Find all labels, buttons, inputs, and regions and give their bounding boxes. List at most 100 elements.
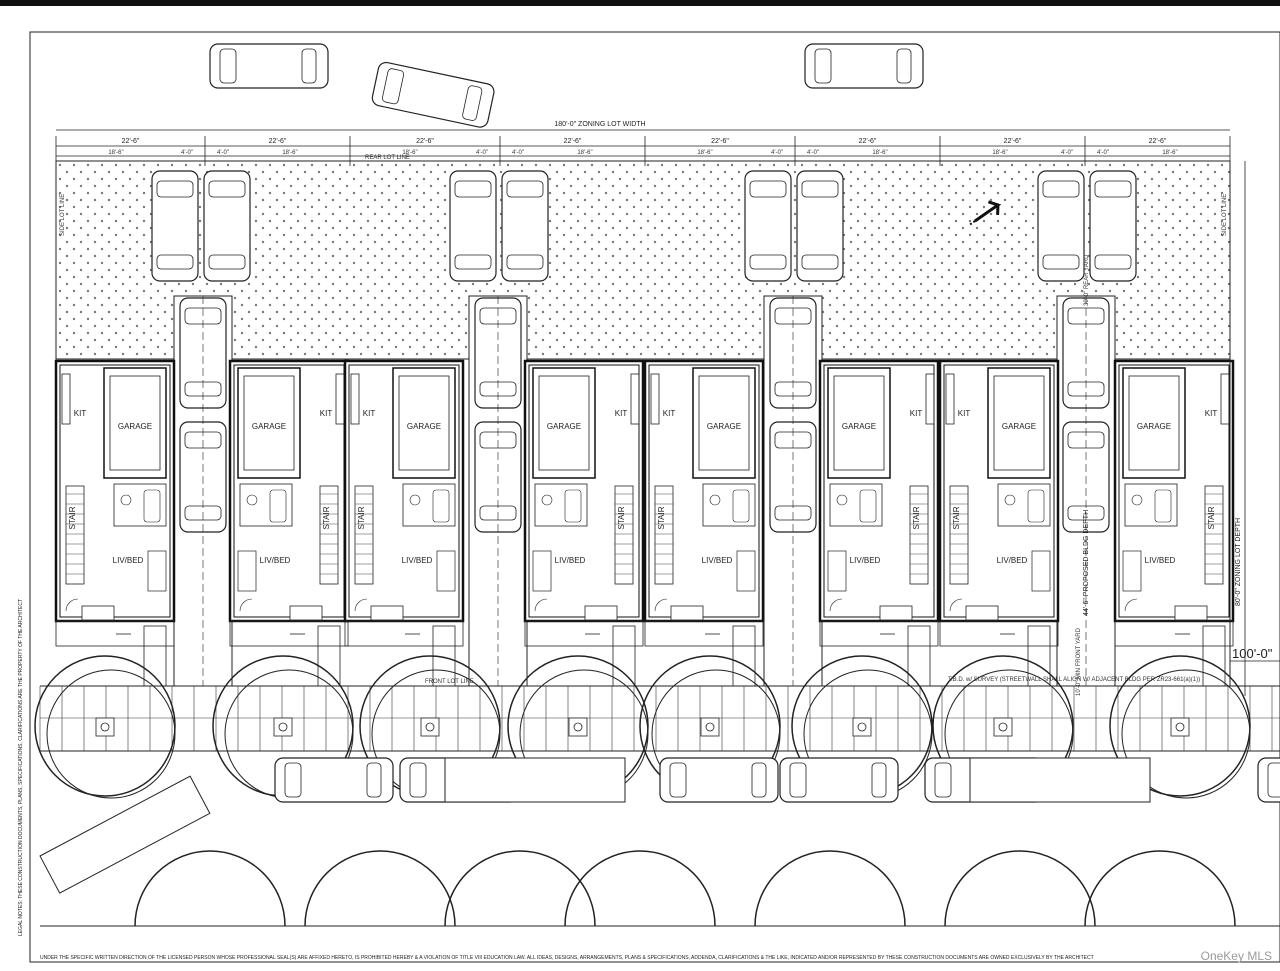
bathtub (732, 489, 750, 523)
tree-pit (273, 717, 293, 737)
garage-car-outline (1128, 375, 1180, 471)
street-note: T.B.D. w/ SURVEY (STREETWALL SHALL ALIGN… (948, 677, 1200, 683)
parked-car (151, 170, 199, 282)
stair (65, 485, 85, 585)
bathroom (239, 483, 293, 527)
lower-tree-arc (1084, 850, 1236, 927)
garage-label: GARAGE (1137, 422, 1171, 431)
unit-inner-wall (59, 364, 171, 618)
tree-pit (852, 717, 872, 737)
street-tree-canopy (1121, 669, 1251, 799)
bed-outline (147, 550, 167, 592)
toilet (836, 494, 848, 506)
front-walk (55, 620, 175, 647)
sub-dim-label: 4'-0" (807, 150, 819, 156)
sub-dim-label: 4'-0" (476, 150, 488, 156)
sub-dim-label: 4'-0" (181, 150, 193, 156)
counter (650, 373, 660, 425)
garage-room (1122, 367, 1186, 479)
module-width-label: 22'-6" (859, 138, 877, 145)
right-dim-label: 100'-0" (1232, 646, 1273, 661)
stair (354, 485, 374, 585)
lower-tree-arc (754, 850, 906, 927)
living-bed-label: LIV/BED (402, 556, 433, 565)
lower-tree-arc (944, 850, 1096, 927)
garage-room (103, 367, 167, 479)
module-width-label: 22'-6" (122, 138, 140, 145)
curb-car (1257, 757, 1280, 803)
bed-outline (532, 550, 552, 592)
door-swing (654, 598, 668, 612)
stair-label: STAIR (357, 506, 366, 529)
bed-outline (736, 550, 756, 592)
sub-dim-label: 18'-6" (872, 150, 887, 156)
stair (1204, 485, 1224, 585)
front-entry (81, 605, 115, 621)
top-border (0, 0, 1280, 6)
front-entry (584, 605, 618, 621)
front-entry (879, 605, 913, 621)
parked-car (449, 170, 497, 282)
lot-depth-label: 80'-0" ZONING LOT DEPTH (1235, 518, 1242, 606)
bed-outline (436, 550, 456, 592)
counter (350, 373, 360, 425)
curb-car (274, 757, 394, 803)
unit-inner-wall (648, 364, 760, 618)
kitchen-label: KIT (910, 409, 923, 418)
sub-dim-label: 18'-6" (1162, 150, 1177, 156)
module-width-label: 22'-6" (1149, 138, 1167, 145)
front-walk (524, 620, 644, 647)
bathroom (534, 483, 588, 527)
bathroom (829, 483, 883, 527)
unit-inner-wall (528, 364, 640, 618)
counter (630, 373, 640, 425)
kitchen-label: KIT (958, 409, 971, 418)
front-walk (1114, 620, 1234, 647)
parked-car (203, 170, 251, 282)
module-width-label: 22'-6" (711, 138, 729, 145)
sub-dim-label: 18'-6" (697, 150, 712, 156)
kitchen-label: KIT (320, 409, 333, 418)
tree-trunk (998, 722, 1008, 732)
door-swing (534, 598, 548, 612)
lot-width-label: 180'-0" ZONING LOT WIDTH (554, 121, 645, 128)
kitchen-label: KIT (363, 409, 376, 418)
tree-trunk (857, 722, 867, 732)
lower-tree-arc (134, 850, 286, 927)
sub-dim-label: 18'-6" (402, 150, 417, 156)
garage-room (532, 367, 596, 479)
bathroom (113, 483, 167, 527)
tree-pit (95, 717, 115, 737)
street-tree-canopy (46, 669, 176, 799)
living-bed-label: LIV/BED (260, 556, 291, 565)
curb-car (659, 757, 779, 803)
garage-room (692, 367, 756, 479)
stair-label: STAIR (617, 506, 626, 529)
stair (614, 485, 634, 585)
module-width-label: 22'-6" (416, 138, 434, 145)
toilet (541, 494, 553, 506)
bed-outline (827, 550, 847, 592)
kitchen-label: KIT (663, 409, 676, 418)
tree-trunk (1175, 722, 1185, 732)
garage-car-outline (833, 375, 885, 471)
garage-label: GARAGE (547, 422, 581, 431)
front-entry (289, 605, 323, 621)
tree-trunk (425, 722, 435, 732)
bathtub (564, 489, 582, 523)
parked-car (1089, 170, 1137, 282)
bed-outline (1122, 550, 1142, 592)
sub-dim-label: 4'-0" (771, 150, 783, 156)
kitchen-label: KIT (74, 409, 87, 418)
front-entry (370, 605, 404, 621)
tree-trunk (100, 722, 110, 732)
stair-label: STAIR (322, 506, 331, 529)
sub-dim-label: 18'-6" (108, 150, 123, 156)
rear-yard-dim-label: 30'-0" REAR YARD (1084, 254, 1090, 306)
front-lot-line-label: FRONT LOT LINE (425, 679, 474, 685)
garage-car-outline (698, 375, 750, 471)
